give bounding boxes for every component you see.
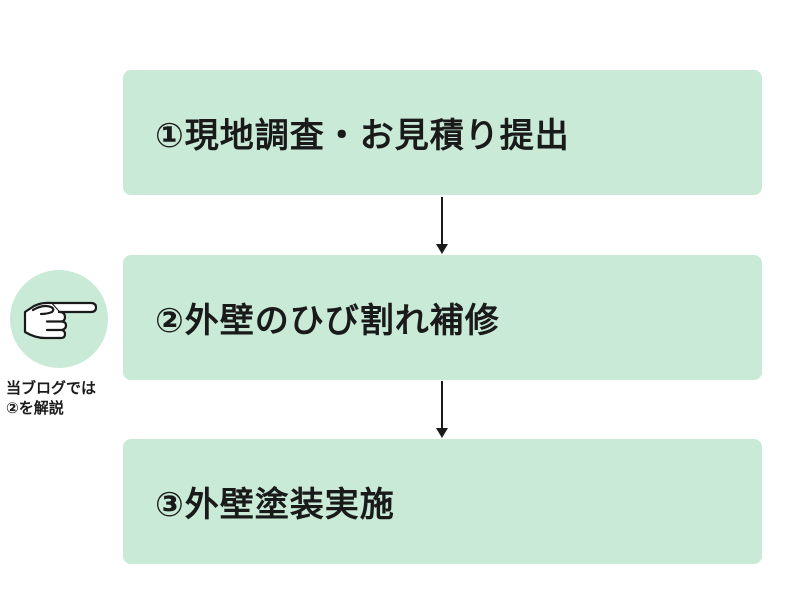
flow-arrow-2 [436,381,448,438]
flow-arrow-1-head [436,244,448,254]
flow-step-2: ②外壁のひび割れ補修 [123,255,762,380]
blog-note-line-2: ②を解説 [6,399,64,417]
flow-step-3: ③外壁塗装実施 [123,439,762,564]
flow-arrow-1 [436,197,448,254]
pointing-hand-icon [23,301,97,340]
blog-note: 当ブログでは ②を解説 [6,378,126,418]
flow-step-2-label: ②外壁のひび割れ補修 [155,301,500,341]
flow-step-1: ①現地調査・お見積り提出 [123,70,762,195]
pointer-badge [10,270,108,368]
flow-arrow-2-line [441,381,443,428]
blog-note-line-1: 当ブログでは [6,379,97,397]
flow-arrow-2-head [436,428,448,438]
flow-step-1-label: ①現地調査・お見積り提出 [155,116,570,156]
flow-arrow-1-line [441,197,443,244]
flow-step-3-label: ③外壁塗装実施 [155,485,395,525]
